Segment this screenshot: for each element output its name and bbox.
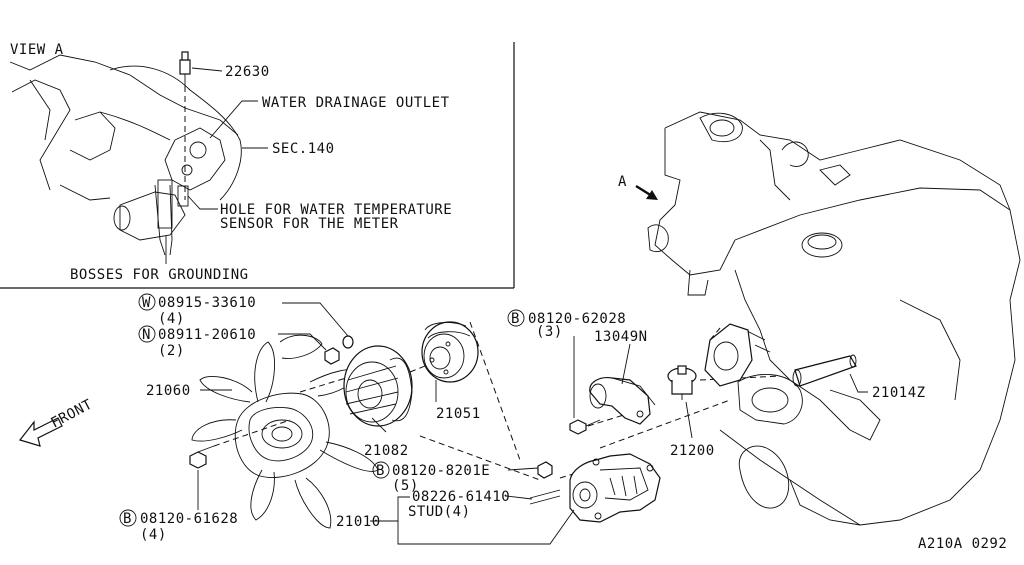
fan-bolt-number: 08120-61628 [140,511,238,527]
outlet-bolt-number: 08120-62028 [528,311,626,327]
nut-callout: N 08911-20610 (2) [138,325,256,359]
outlet-bolt-callout: B 08120-62028 (3) [507,309,626,340]
cooling-fan-drawing [191,334,379,529]
nut-qty: (2) [158,343,185,359]
front-label: FRONT [48,396,95,431]
hole-sensor-label-line1: HOLE FOR WATER TEMPERATURE [220,202,452,218]
thermostat-housing-drawing [704,323,803,425]
view-a-arrow [635,184,658,200]
fan-coupling-drawing [343,345,413,427]
gasket-part-number: 13049N [594,329,648,345]
hose-drawing [792,354,857,387]
pump-bolt-number: 08120-8201E [392,463,490,479]
washer-prefix: W [142,295,151,311]
sec-reference: SEC.140 [272,141,335,157]
thermostat-drawing [667,365,697,400]
stud-part-number: 08226-61410 [412,489,510,505]
pump-assembly-part-number: 21010 [336,514,381,530]
outlet-bolt-prefix: B [511,311,520,327]
front-arrow-icon [18,417,63,447]
view-a-housing-drawing [9,51,242,256]
water-outlet-drawing [569,377,656,435]
water-pump-drawing [529,453,661,523]
thermostat-part-number: 21200 [670,443,715,459]
fan-bolt-qty: (4) [140,527,167,543]
view-a-leaders [165,67,268,264]
nut-washer-drawing [324,335,354,365]
sensor-part-number: 22630 [225,64,270,80]
nut-prefix: N [142,327,151,343]
nut-number: 08911-20610 [158,327,256,343]
outlet-bolt-qty: (3) [536,324,563,340]
view-a-title: VIEW A [10,42,64,58]
washer-qty: (4) [158,311,185,327]
washer-callout: W 08915-33610 (4) [138,293,256,327]
fan-coupling-part-number: 21082 [364,443,409,459]
pump-bolt-qty: (5) [392,478,419,494]
engine-block-drawing [647,111,1021,526]
pulley-drawing [421,321,479,383]
pump-bolt-prefix: B [376,463,385,479]
diagram-code: A210A 0292 [918,536,1007,552]
fan-bolt-callout: B 08120-61628 (4) [119,509,238,543]
stud-label: STUD(4) [408,504,471,520]
water-drainage-label: WATER DRAINAGE OUTLET [262,95,450,111]
hose-part-number: 21014Z [872,385,926,401]
view-a-frame [0,42,515,289]
hole-sensor-label-line2: SENSOR FOR THE METER [220,216,399,232]
fan-bolt-drawing [189,445,215,469]
view-a-arrow-label: A [618,174,627,190]
pump-bolt-callout: B 08120-8201E (5) [372,461,490,494]
main-leaders [197,302,868,545]
fan-bolt-prefix: B [123,511,132,527]
washer-number: 08915-33610 [158,295,256,311]
pulley-part-number: 21051 [436,406,481,422]
bosses-grounding-label: BOSSES FOR GROUNDING [70,267,249,283]
fan-part-number: 21060 [146,383,191,399]
